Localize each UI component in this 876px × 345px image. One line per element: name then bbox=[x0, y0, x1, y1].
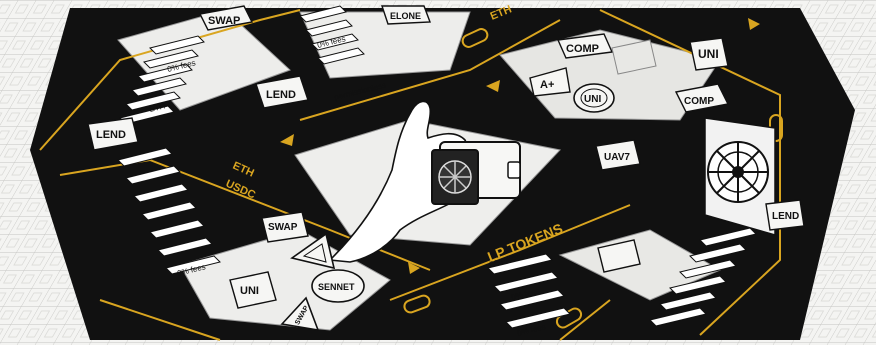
tile-sennet-bottom: SENNET bbox=[312, 270, 364, 302]
tile-label: SWAP bbox=[268, 222, 298, 233]
token-uni-center: UNI bbox=[574, 84, 614, 112]
tile-usdc-mirror: UAV7 bbox=[596, 140, 640, 170]
tile-label: A+ bbox=[540, 79, 554, 91]
tile-label: LEND bbox=[772, 211, 799, 222]
tile-label: SENNET bbox=[318, 282, 355, 292]
vault-door-icon bbox=[705, 118, 775, 235]
tile-label: LEND bbox=[96, 129, 126, 141]
tile-label: UNI bbox=[698, 47, 719, 61]
tile-label: SWAP bbox=[208, 15, 240, 27]
tile-swap-bottom: SWAP bbox=[262, 212, 308, 242]
tile-uni-top-right: UNI bbox=[690, 38, 728, 70]
tile-label: COMP bbox=[684, 96, 714, 107]
tile-elone-top: ELONE bbox=[382, 6, 430, 24]
tile-label: UNI bbox=[584, 94, 601, 105]
tile-label: COMP bbox=[566, 43, 599, 55]
tile-label: UNI bbox=[240, 285, 259, 297]
tile-label: ELONE bbox=[390, 11, 421, 21]
tile-lend-right: LEND bbox=[766, 200, 804, 230]
tile-label: LEND bbox=[266, 89, 296, 101]
wallet-icon bbox=[432, 142, 520, 204]
tile-label: UAV7 bbox=[604, 152, 630, 163]
